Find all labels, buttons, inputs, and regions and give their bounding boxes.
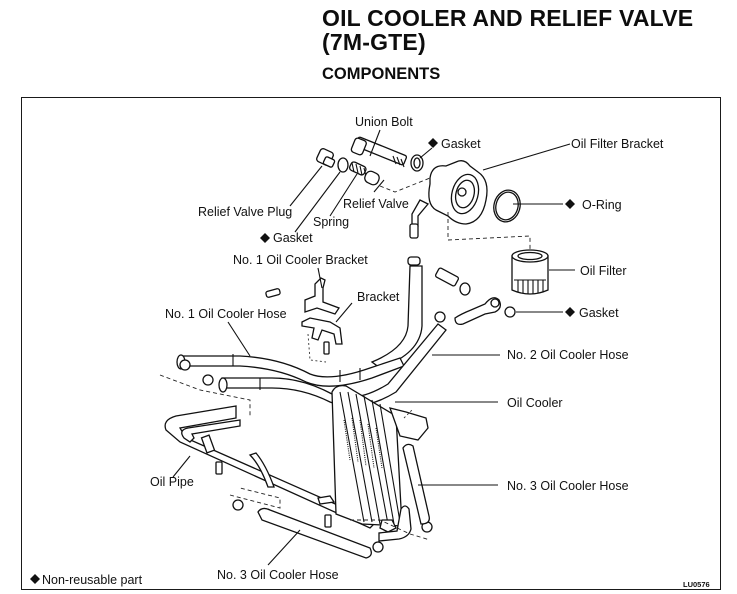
relief-plug-gasket bbox=[337, 157, 349, 173]
oil-cooler bbox=[331, 384, 429, 533]
non-reusable-marker-icon bbox=[30, 138, 575, 584]
label-no3-oil-cooler-hose-right: No. 3 Oil Cooler Hose bbox=[507, 479, 629, 493]
no1-oil-cooler-bracket bbox=[304, 277, 340, 315]
label-gasket-plug: Gasket bbox=[273, 231, 313, 245]
pipe-bolt bbox=[215, 461, 223, 475]
section-heading: COMPONENTS bbox=[322, 65, 441, 83]
no3-oil-cooler-hose-lower bbox=[257, 507, 372, 559]
label-no1-oil-cooler-hose: No. 1 Oil Cooler Hose bbox=[165, 307, 287, 321]
title-line-2: (7M-GTE) bbox=[322, 29, 426, 55]
pipe-bolt bbox=[324, 514, 332, 528]
label-relief-valve: Relief Valve bbox=[343, 197, 409, 211]
relief-valve bbox=[364, 170, 380, 186]
legend-non-reusable-part: Non-reusable part bbox=[42, 573, 143, 587]
small-bolt bbox=[265, 288, 281, 298]
hose-clamp bbox=[179, 359, 433, 553]
label-relief-valve-plug: Relief Valve Plug bbox=[198, 205, 292, 219]
label-spring: Spring bbox=[313, 215, 349, 229]
title-line-1: OIL COOLER AND RELIEF VALVE bbox=[322, 5, 694, 31]
label-oil-filter-bracket: Oil Filter Bracket bbox=[571, 137, 664, 151]
spring bbox=[348, 161, 367, 177]
pipe-fitting bbox=[454, 297, 501, 326]
label-oil-filter: Oil Filter bbox=[580, 264, 627, 278]
diagram-frame bbox=[21, 97, 721, 590]
filter-gasket bbox=[504, 306, 516, 318]
label-oil-cooler: Oil Cooler bbox=[507, 396, 563, 410]
label-oil-pipe: Oil Pipe bbox=[150, 475, 194, 489]
label-no3-oil-cooler-hose-bottom: No. 3 Oil Cooler Hose bbox=[217, 568, 339, 582]
label-union-bolt: Union Bolt bbox=[355, 115, 413, 129]
bracket bbox=[301, 317, 343, 345]
oil-filter-bracket bbox=[409, 160, 488, 239]
relief-valve-plug bbox=[316, 148, 336, 168]
figure-code: LU0576 bbox=[683, 580, 710, 589]
label-o-ring: O-Ring bbox=[582, 198, 622, 212]
no2-oil-cooler-hose bbox=[218, 323, 447, 407]
bracket-bolt bbox=[323, 341, 330, 355]
label-no2-oil-cooler-hose: No. 2 Oil Cooler Hose bbox=[507, 348, 629, 362]
no3-oil-cooler-hose-upper bbox=[378, 443, 430, 542]
oil-filter bbox=[511, 249, 549, 295]
label-gasket-union: Gasket bbox=[441, 137, 481, 151]
label-gasket-filter: Gasket bbox=[579, 306, 619, 320]
leader-lines bbox=[172, 129, 575, 566]
union-bolt bbox=[350, 136, 408, 168]
page-title: OIL COOLER AND RELIEF VALVE (7M-GTE) bbox=[322, 6, 693, 54]
label-no1-oil-cooler-bracket: No. 1 Oil Cooler Bracket bbox=[233, 253, 368, 267]
pipe-union-bolt bbox=[434, 267, 471, 296]
label-bracket: Bracket bbox=[357, 290, 400, 304]
